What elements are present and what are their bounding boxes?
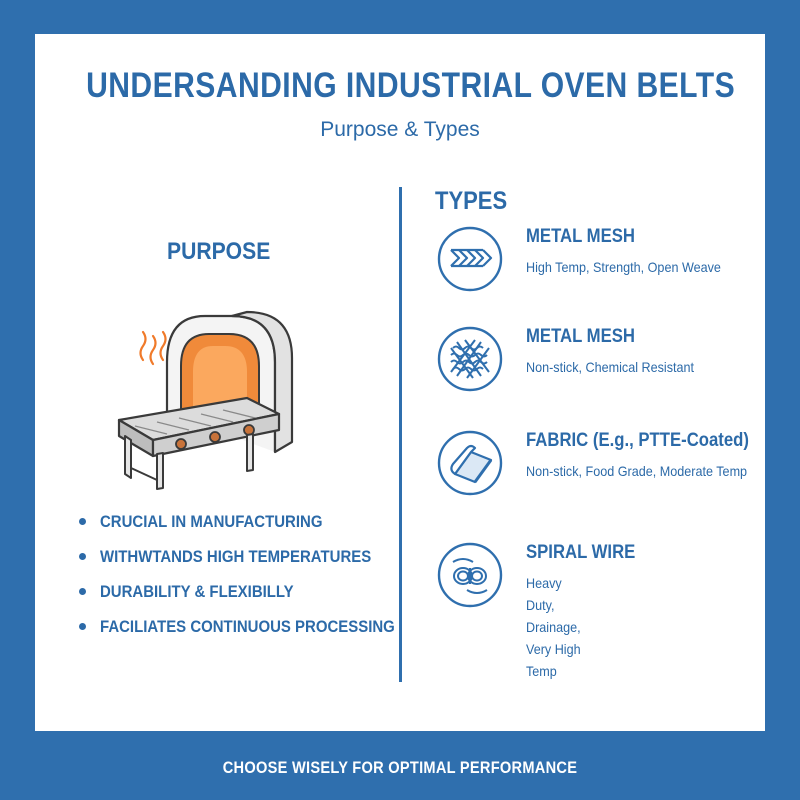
list-item: FACILIATES CONTINUOUS PROCESSING (79, 609, 435, 644)
bullet-icon (79, 588, 86, 595)
column-divider (399, 187, 402, 682)
fabric-belt-icon (437, 430, 503, 496)
page-title: UNDERSANDING INDUSTRIAL OVEN BELTS (86, 66, 736, 105)
type-name: SPIRAL WIRE (526, 542, 636, 563)
list-item: WITHWTANDS HIGH TEMPERATURES (79, 539, 435, 574)
bullet-icon (79, 623, 86, 630)
purpose-heading: PURPOSE (167, 238, 271, 265)
type-description: Heavy Duty, Drainage, Very High Temp (526, 575, 581, 679)
page-subtitle: Purpose & Types (320, 118, 480, 141)
type-name: METAL MESH (526, 326, 635, 347)
type-description: Non-stick, Chemical Resistant (526, 359, 695, 375)
type-description: High Temp, Strength, Open Weave (526, 259, 721, 275)
list-item: CRUCIAL IN MANUFACTURING (79, 504, 435, 539)
list-item: DURABILITY & FLEXIBILLY (79, 574, 435, 609)
woven-mesh-icon (437, 326, 503, 392)
purpose-list: CRUCIAL IN MANUFACTURING WITHWTANDS HIGH… (79, 504, 435, 644)
footer-tagline: CHOOSE WISELY FOR OPTIMAL PERFORMANCE (222, 758, 578, 777)
type-name: METAL MESH (526, 226, 635, 247)
types-heading: TYPES (435, 187, 508, 215)
conveyor-oven-icon (117, 310, 294, 490)
type-description: Non-stick, Food Grade, Moderate Temp (526, 463, 748, 479)
bullet-icon (79, 553, 86, 560)
spiral-wire-icon (437, 542, 503, 608)
chevron-mesh-icon (437, 226, 503, 292)
content-panel: UNDERSANDING INDUSTRIAL OVEN BELTS Purpo… (35, 34, 765, 731)
bullet-icon (79, 518, 86, 525)
type-name: FABRIC (E.g., PTTE-Coated) (526, 430, 749, 451)
